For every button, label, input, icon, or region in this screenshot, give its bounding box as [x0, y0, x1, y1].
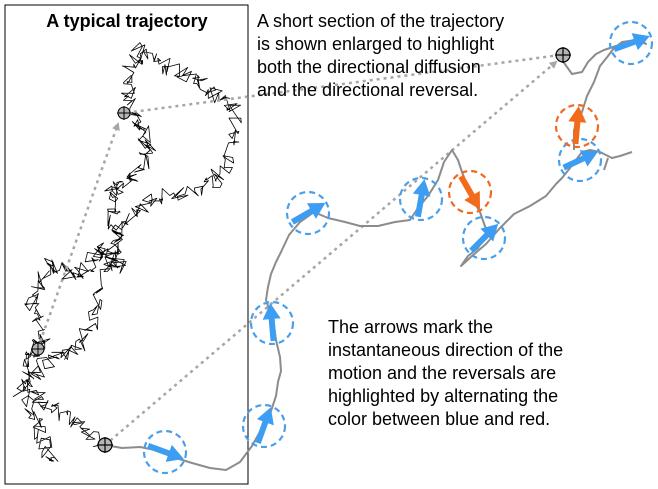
caption-bottom-line: instantaneous direction of the [328, 340, 564, 360]
caption-top: A short section of the trajectory is sho… [257, 10, 504, 102]
forward-direction-marker [142, 429, 188, 475]
panel-title: A typical trajectory [46, 11, 207, 31]
marker-circle [557, 137, 603, 183]
zoom-connector-top [123, 53, 561, 117]
forward-arrow-icon [290, 203, 326, 225]
caption-bottom-line: motion and the reversals are [328, 363, 557, 383]
direction-markers [142, 20, 654, 475]
marker-circle [285, 190, 331, 236]
reversal-direction-marker [447, 169, 493, 215]
forward-arrow-icon [412, 179, 431, 218]
caption-bottom-line: highlighted by alternating the [328, 386, 559, 406]
marker-circle [554, 103, 600, 149]
zoom-connector-bottom [104, 60, 558, 446]
forward-arrow-icon [613, 33, 650, 52]
crosshair-small-top-icon [117, 106, 131, 120]
caption-top-line: A short section of the trajectory [257, 11, 505, 31]
forward-direction-marker [608, 20, 654, 66]
forward-arrow-icon [262, 303, 281, 342]
forward-arrow-icon [147, 443, 184, 462]
forward-direction-marker [249, 300, 295, 346]
trajectory-panel-frame [4, 4, 249, 485]
marker-circle [461, 215, 507, 261]
reversal-arrow-icon [568, 106, 587, 145]
caption-bottom: The arrows mark the instantaneous direct… [328, 316, 563, 431]
crosshair-start-icon [97, 437, 113, 453]
forward-direction-marker [285, 190, 331, 236]
forward-direction-marker [398, 176, 444, 222]
marker-circle [398, 176, 444, 222]
zoom-connector-left [36, 122, 120, 349]
marker-circle [447, 169, 493, 215]
caption-bottom-line: color between blue and red. [328, 409, 551, 429]
crosshair-small-bottom-icon [31, 342, 45, 356]
caption-bottom-line: The arrows mark the [328, 317, 494, 337]
reversal-direction-marker [554, 103, 600, 149]
marker-circle [142, 429, 188, 475]
caption-top-line: is shown enlarged to highlight [257, 34, 495, 54]
marker-circle [608, 20, 654, 66]
forward-arrow-icon [469, 223, 499, 253]
crosshair-end-icon [555, 47, 571, 63]
random-walk-trajectory [12, 42, 242, 462]
caption-top-line: and the directional reversal. [257, 80, 479, 100]
marker-circle [241, 403, 287, 449]
reversal-arrow-icon [458, 174, 480, 210]
forward-arrow-icon [255, 407, 274, 444]
forward-direction-marker [461, 215, 507, 261]
caption-top-line: both the directional diffusion [257, 57, 481, 77]
forward-arrow-icon [562, 150, 599, 171]
marker-circle [249, 300, 295, 346]
forward-direction-marker [557, 137, 603, 183]
forward-direction-marker [241, 403, 287, 449]
